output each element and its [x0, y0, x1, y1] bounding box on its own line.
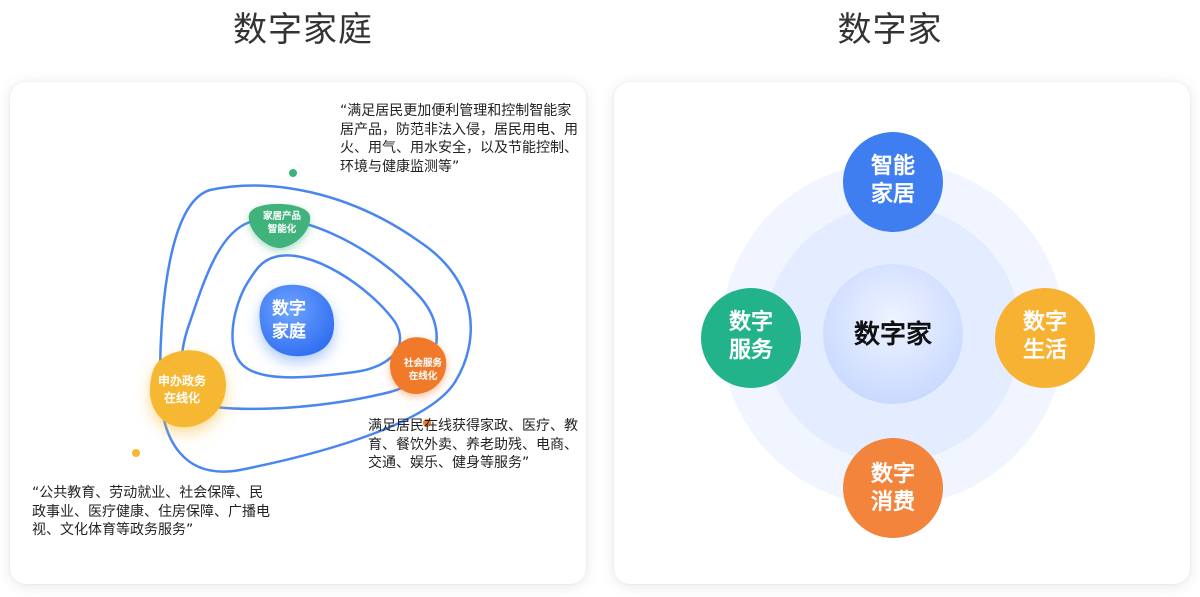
digital-service-label: 数字 服务: [728, 310, 773, 363]
government-service-node: [149, 350, 226, 428]
core-circle: [823, 264, 963, 404]
home-product-label: 家居产品 智能化: [262, 211, 301, 235]
digital-house-diagram: [701, 132, 1095, 538]
digital-home-panel: 数字 家庭 家居产品 智能化 申办政务 在线化 社会服务 在线化 “满足居民更加…: [10, 82, 586, 584]
core-label: 数字家: [853, 320, 932, 350]
government-service-label: 申办政务 在线化: [157, 374, 206, 405]
orange-dot: [423, 419, 431, 427]
digital-life-circle: [995, 288, 1095, 388]
quote-social-services: 满足居民在线获得家政、医疗、教育、餐饮外卖、养老助残、电商、交通、娱乐、健身等服…: [368, 418, 578, 471]
inner-ring: [231, 254, 402, 379]
outer-ring: [158, 184, 472, 473]
digital-service-circle: [701, 288, 801, 388]
smart-home-label: 智能 家居: [870, 154, 915, 207]
yellow-dot: [132, 449, 140, 457]
center-label: 数字 家庭: [272, 299, 306, 342]
quote-government-services: “公共教育、劳动就业、社会保障、民政事业、医疗健康、住房保障、广播电视、文化体育…: [32, 485, 270, 538]
digital-home-diagram: [132, 169, 472, 473]
digital-consumption-label: 数字 消费: [870, 462, 915, 515]
social-service-node: [390, 337, 447, 395]
orbit-rings: [158, 184, 472, 473]
digital-life-label: 数字 生活: [1022, 310, 1067, 363]
quote-home-products: “满足居民更加便利管理和控制智能家居产品，防范非法入侵，居民用电、用火、用气、用…: [340, 103, 578, 175]
center-blob: [259, 284, 335, 357]
home-product-node: [248, 203, 311, 248]
social-service-label: 社会服务 在线化: [403, 358, 442, 382]
green-dot: [289, 169, 297, 177]
smart-home-circle: [843, 132, 943, 232]
left-title: 数字家庭: [233, 10, 373, 50]
right-title: 数字家: [837, 10, 943, 50]
digital-house-panel: 数字家 智能 家居 数字 服务 数字 生活 数字 消费: [614, 82, 1190, 584]
digital-consumption-circle: [843, 438, 943, 538]
middle-ring: [180, 217, 438, 411]
